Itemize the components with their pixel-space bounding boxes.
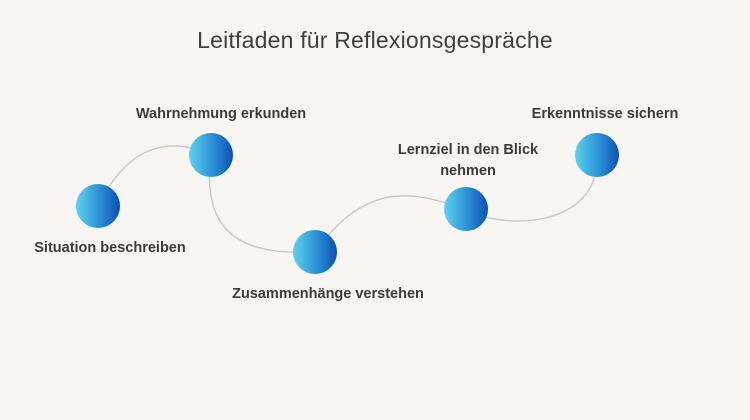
step-node-wahrnehmung: [189, 133, 233, 177]
step-label-lernziel: Lernziel in den Blick nehmen: [397, 142, 539, 179]
step-node-lernziel: [444, 187, 488, 231]
step-label-wahrnehmung: Wahrnehmung erkunden: [135, 106, 307, 122]
step-label-erkenntnisse: Erkenntnisse sichern: [531, 106, 679, 122]
step-label-zusammenhaenge: Zusammenhänge verstehen: [232, 286, 424, 302]
step-label-situation: Situation beschreiben: [34, 240, 186, 256]
step-node-erkenntnisse: [575, 133, 619, 177]
step-node-zusammenhaenge: [293, 230, 337, 274]
diagram-title: Leitfaden für Reflexionsgespräche: [197, 27, 553, 53]
step-node-situation: [76, 184, 120, 228]
